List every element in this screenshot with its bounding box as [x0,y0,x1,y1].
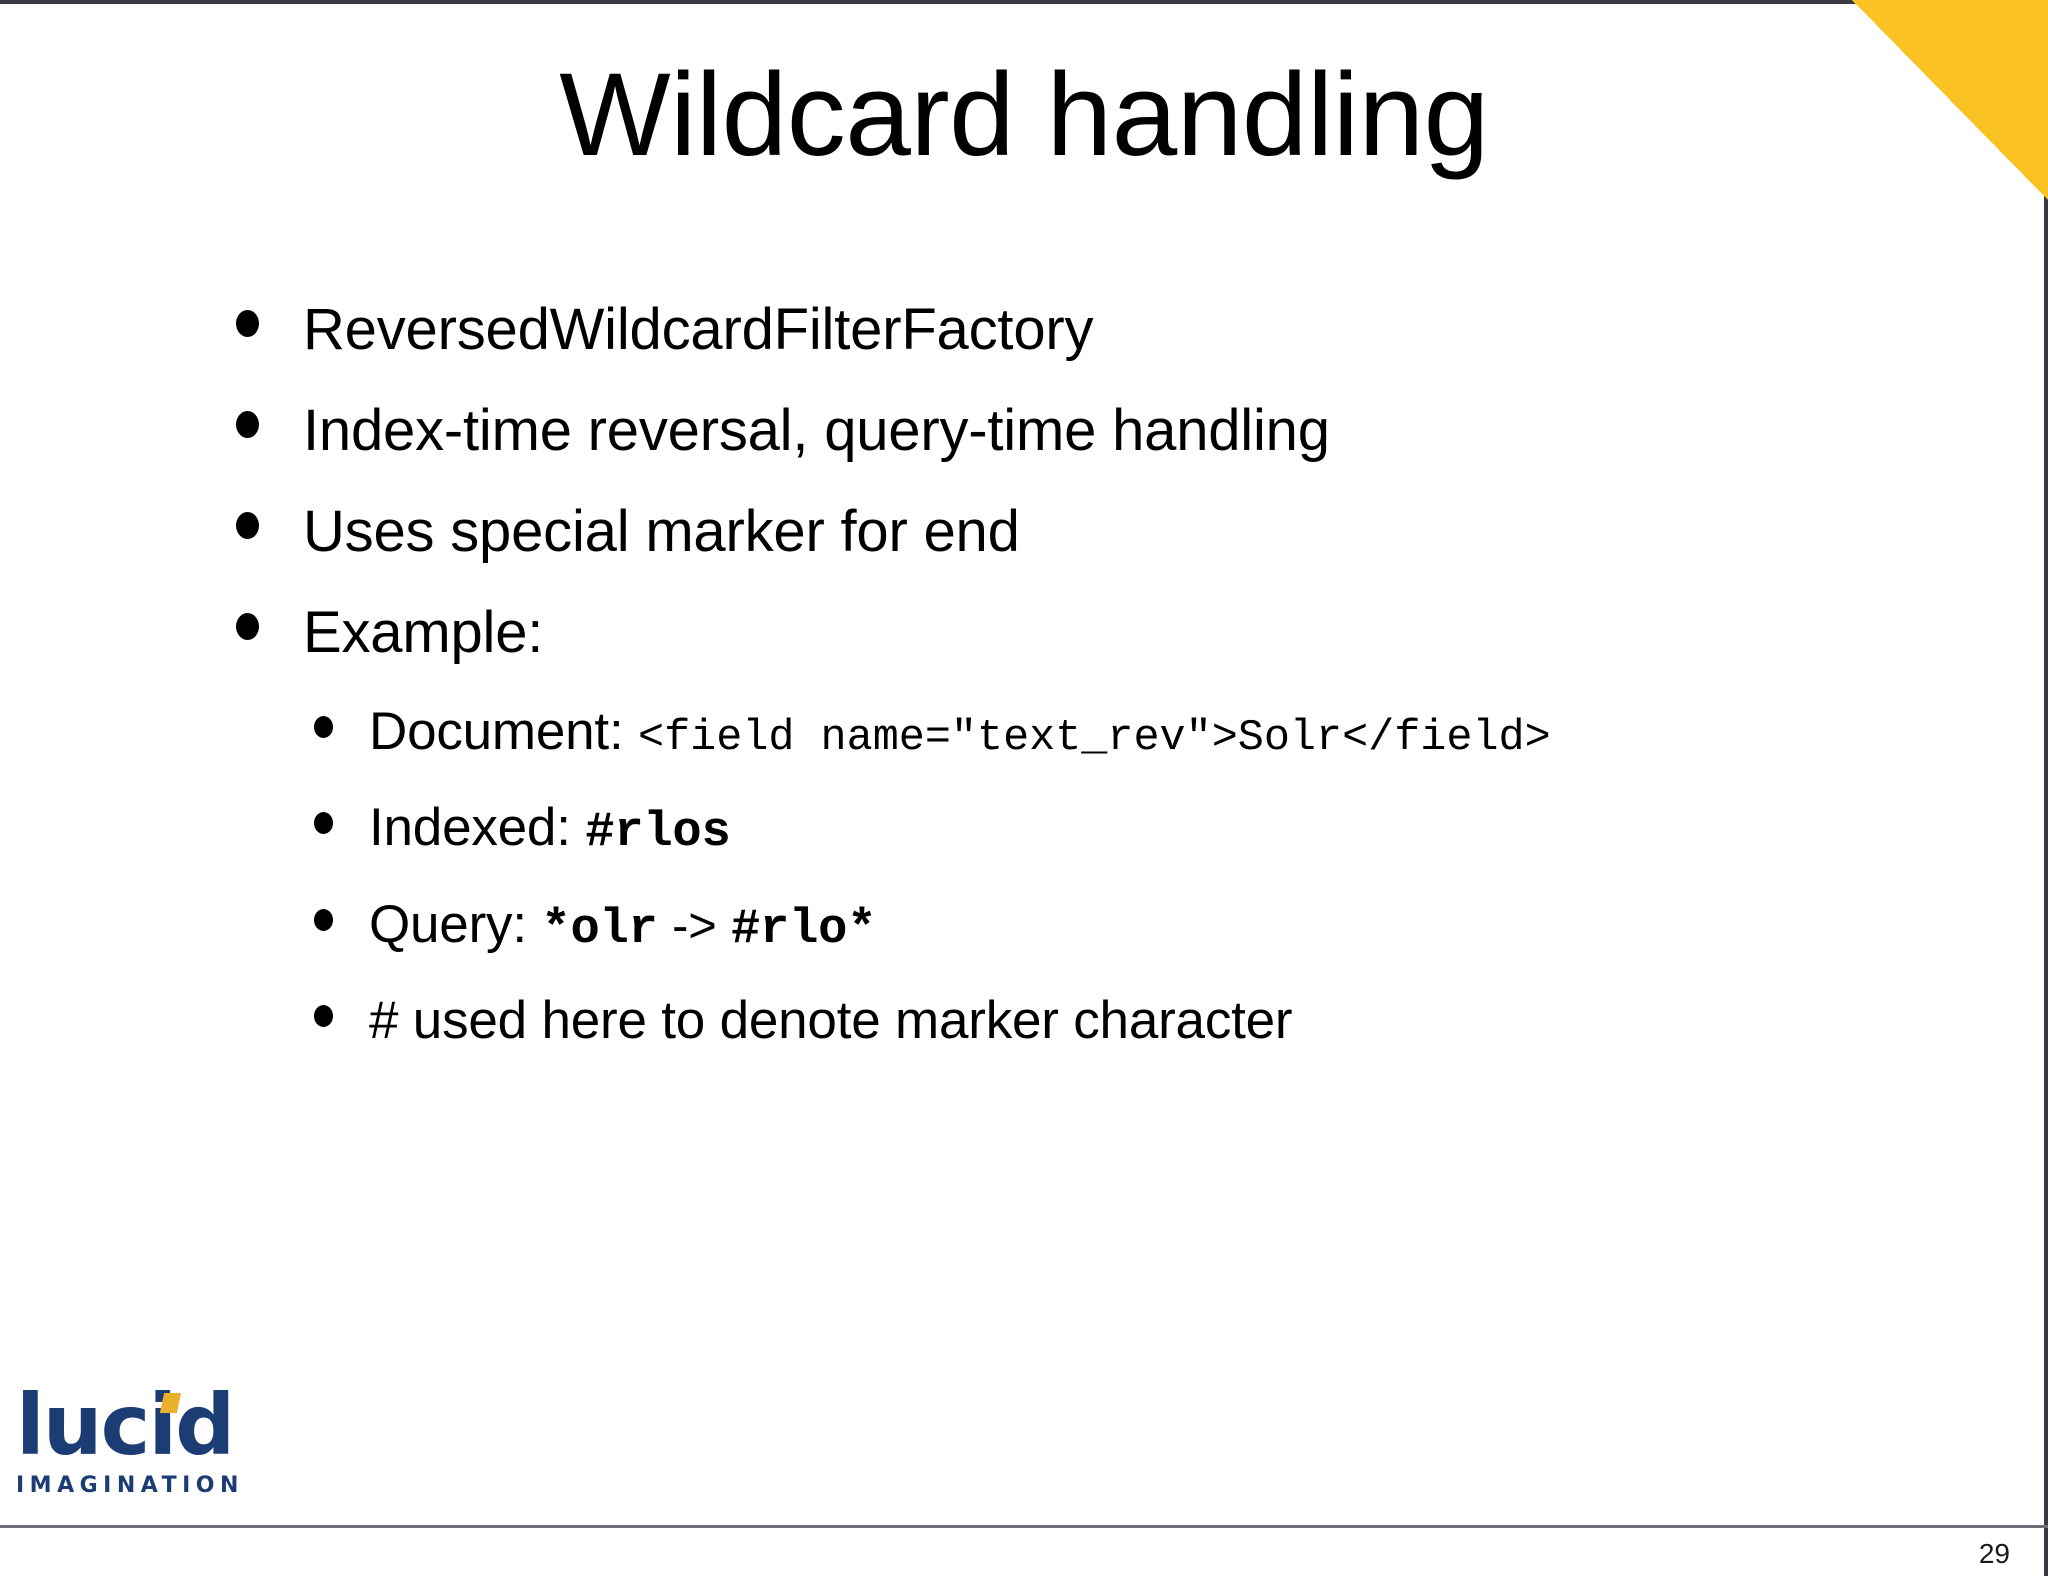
list-item-label: Uses special marker for end [303,499,1020,565]
code-snippet-document: <field name="text_rev">Solr</field> [638,713,1551,763]
corner-wedge-decoration [1852,0,2048,200]
sub-list-item-content: Query: *olr -> #rlo* [369,894,1936,957]
arrow-glyph: -> [672,898,717,953]
brand-logo-wordmark: lucid [16,1383,256,1467]
code-snippet-query-input: *olr [541,900,658,957]
brand-logo-word-text: lucid [16,1375,235,1474]
bullet-dot-icon [236,310,259,337]
bullet-dot-icon [236,512,259,540]
page-number: 29 [1978,1538,2010,1569]
sub-list-item-label: # used here to denote marker character [369,991,1293,1051]
sub-list-item-note: # used here to denote marker character [314,994,1936,1048]
list-item: Index-time reversal, query-time handling [236,401,1936,460]
sub-list-item-label: Document: [369,701,624,761]
bullet-dot-icon [314,811,333,834]
list-item-label: Index-time reversal, query-time handling [303,398,1330,464]
sub-bullet-list: Document: <field name="text_rev">Solr</f… [314,701,1936,1049]
bullet-dot-icon [314,908,333,931]
sub-list-item-indexed: Indexed: #rlos [314,797,1936,860]
bullet-dot-icon [236,411,259,439]
sub-list-item-document: Document: <field name="text_rev">Solr</f… [314,701,1936,763]
sub-list-item-label: Indexed: [369,797,571,857]
bullet-dot-icon [236,613,259,641]
list-item: Example: [236,600,1936,666]
sub-list-item-label: Query: [369,894,527,954]
bullet-dot-icon [314,715,333,738]
footer-divider [0,1525,2048,1528]
list-item: ReversedWildcardFilterFactory [236,300,1936,359]
page-title: Wildcard handling [559,49,1489,181]
sub-list-item-content: Document: <field name="text_rev">Solr</f… [369,701,1936,763]
list-item-label: ReversedWildcardFilterFactory [303,297,1094,362]
brand-logo: lucid IMAGINATION [16,1383,256,1498]
code-snippet-query-output: #rlo* [731,900,877,957]
sub-list-item-content: Indexed: #rlos [369,797,1936,860]
frame-border-top [0,0,2048,4]
bullet-list: ReversedWildcardFilterFactory Index-time… [236,300,1936,1088]
code-snippet-indexed: #rlos [585,803,731,860]
brand-logo-subtitle: IMAGINATION [16,1473,244,1498]
sub-list-item-query: Query: *olr -> #rlo* [314,894,1936,957]
list-item-label: Example: [303,600,544,666]
frame-border-right [2044,0,2048,1576]
list-item: Uses special marker for end [236,502,1936,561]
bullet-dot-icon [314,1005,333,1028]
